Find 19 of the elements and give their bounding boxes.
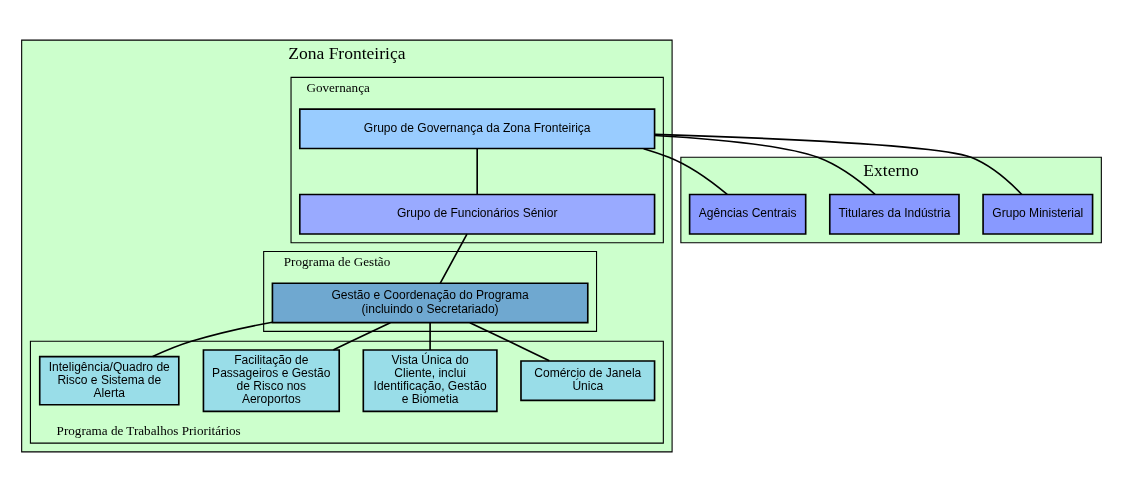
node-box: Grupo de Funcionários Sénior [299,193,656,235]
connector [642,147,729,196]
node-box: Comércio de Janela Única [520,360,656,402]
node-box: Vista Única do Cliente, inclui Identificação, Gestão e Biometia [362,349,498,413]
node-box: Grupo de Governança da Zona Fronteiriça [299,108,656,150]
connector [469,321,551,362]
node-box: Titulares da Indústria [828,193,960,235]
connector [151,321,274,358]
connector [476,148,478,196]
connector [429,321,431,351]
connector [332,321,392,351]
connector [439,233,468,284]
node-box: Inteligência/Quadro de Risco e Sistema de Alerta [38,355,180,406]
node-box: Agências Centrais [688,193,807,235]
connector [653,134,876,196]
node-box: Grupo Ministerial [982,193,1094,235]
node-box: Facilitação de Passageiros e Gestão de Risco nos Aeroportos [202,349,341,413]
node-box: Gestão e Coordenação do Programa (incluindo o Secretariado) [271,282,589,324]
connector [654,133,1023,196]
